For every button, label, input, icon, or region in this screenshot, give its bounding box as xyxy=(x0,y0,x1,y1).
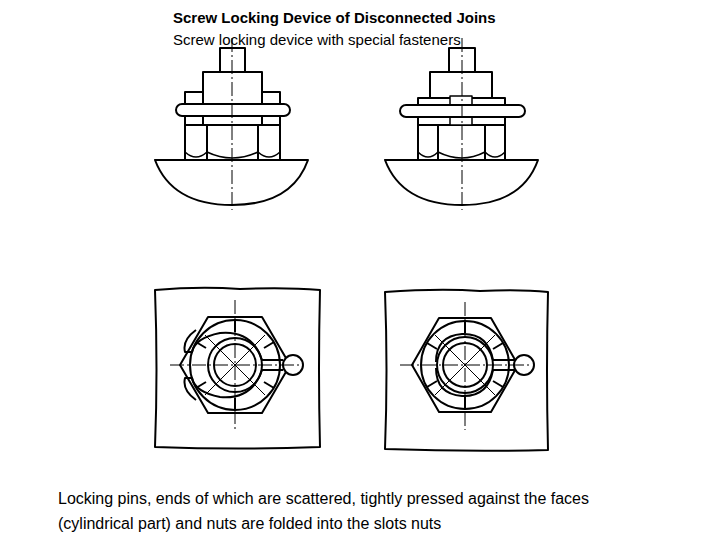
castle-nut-top-view xyxy=(155,288,320,449)
caption-text: Locking pins, ends of which are scattere… xyxy=(58,486,668,536)
castle-nut-top-view xyxy=(385,290,548,451)
subtitle-text: Screw locking device with special fasten… xyxy=(173,31,693,50)
title-text: Screw Locking Device of Disconnected Joi… xyxy=(173,9,693,28)
castle-nut-side-view xyxy=(155,38,308,210)
castle-nut-side-view xyxy=(385,38,538,210)
